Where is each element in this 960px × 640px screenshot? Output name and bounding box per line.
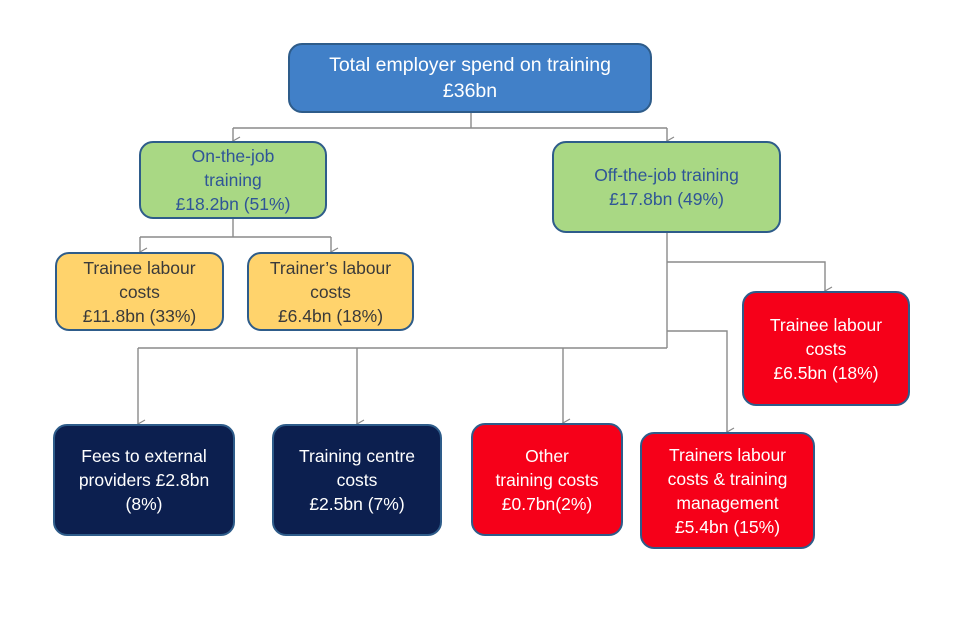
node-label: Trainee labour xyxy=(769,314,883,335)
node-label: Other xyxy=(525,445,569,466)
node-label: training xyxy=(204,170,262,190)
root-title: Total employer spend on training xyxy=(329,54,611,76)
node-label: costs & training xyxy=(667,468,788,489)
connector-off-the-job xyxy=(138,232,668,349)
node-label: Trainee labour xyxy=(83,257,196,278)
root-value: £36bn xyxy=(442,80,498,102)
node-trainers-labour-training-management: Trainers labour costs & training managem… xyxy=(640,432,815,549)
node-label: providers £2.8bn xyxy=(78,470,210,490)
node-value: £6.5bn (18%) xyxy=(773,362,879,383)
connector-root xyxy=(233,112,667,129)
node-on-the-job: On-the-job training £18.2bn (51%) xyxy=(139,141,327,219)
node-trainers-labour-on-job: Trainer’s labour costs £6.4bn (18%) xyxy=(247,252,414,331)
node-label: Trainer’s labour xyxy=(269,257,392,278)
node-label: On-the-job xyxy=(191,146,275,166)
node-label: Fees to external xyxy=(81,446,207,466)
node-value: £11.8bn (33%) xyxy=(82,305,197,326)
node-value: £2.5bn (7%) xyxy=(309,494,405,514)
node-label: costs xyxy=(805,338,847,359)
node-trainee-labour-on-job: Trainee labour costs £11.8bn (33%) xyxy=(55,252,224,331)
node-training-centre-costs: Training centre costs £2.5bn (7%) xyxy=(272,424,442,536)
connector-on-the-job xyxy=(140,219,331,238)
node-off-the-job: Off-the-job training £17.8bn (49%) xyxy=(552,141,781,233)
node-fees-external-providers: Fees to external providers £2.8bn (8%) xyxy=(53,424,235,536)
node-value: £17.8bn (49%) xyxy=(609,189,724,209)
node-label: costs xyxy=(336,470,378,490)
root-node-total-spend: Total employer spend on training £36bn xyxy=(288,43,652,113)
node-value: £6.4bn (18%) xyxy=(277,305,384,326)
node-label: costs xyxy=(119,281,160,302)
node-value: £5.4bn (15%) xyxy=(674,516,781,537)
node-trainee-labour-off-job: Trainee labour costs £6.5bn (18%) xyxy=(742,291,910,406)
node-value: £18.2bn (51%) xyxy=(175,194,291,214)
node-other-training-costs: Other training costs £0.7bn(2%) xyxy=(471,423,623,536)
node-value: £0.7bn(2%) xyxy=(501,493,593,514)
arrow-to-trainers-labour-off xyxy=(667,330,735,437)
node-label: costs xyxy=(310,281,351,302)
node-label: Training centre xyxy=(298,446,416,466)
arrow-to-trainee-labour-off xyxy=(667,261,833,296)
node-value: (8%) xyxy=(125,494,163,514)
node-label: Off-the-job training xyxy=(594,165,739,185)
node-label: Trainers labour xyxy=(668,444,787,465)
node-label: training costs xyxy=(495,469,599,490)
node-label: management xyxy=(676,492,779,513)
